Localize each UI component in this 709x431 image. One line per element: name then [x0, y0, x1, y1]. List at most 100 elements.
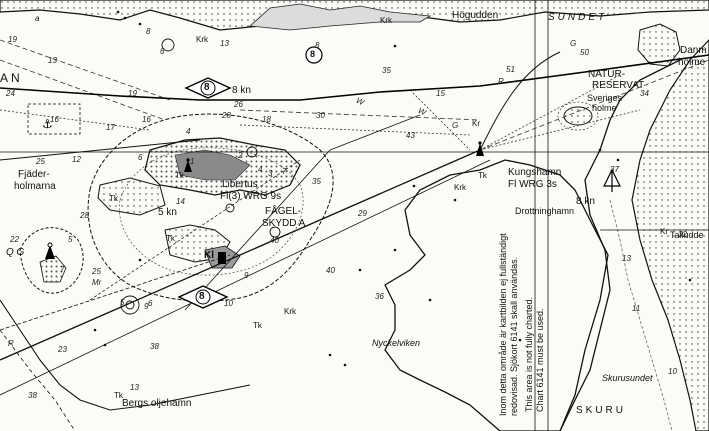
place-hogudden: Högudden [452, 10, 499, 21]
libertus-island-core [174, 149, 251, 181]
sounding: 10 [668, 367, 677, 376]
speed-sign-south [177, 285, 229, 309]
label-mr: Mr [92, 278, 102, 287]
danger-circles [120, 38, 281, 315]
sounding: 13 [130, 383, 139, 392]
sounding: 29 [358, 209, 367, 218]
anchor-icon: ⚓ [42, 117, 53, 131]
skurusundet-channel [609, 199, 673, 431]
sector-letter-r2: R [8, 339, 14, 348]
sounding: 28 [80, 211, 89, 220]
speed-limit-central: 5 kn [158, 207, 177, 218]
landmark-krk-3: Krk [454, 183, 466, 192]
place-fjaderholmarna-line2: holmarna [14, 181, 56, 192]
sounding: 10 [224, 299, 233, 308]
shoal-outline-inner [119, 147, 304, 276]
landmark-tk-3: Tk [166, 234, 175, 243]
sounding: 2 [238, 151, 243, 160]
sounding: 11 [632, 304, 641, 313]
sounding: 6 [160, 47, 165, 56]
recommended-track [0, 54, 709, 101]
anchorage-area [27, 103, 81, 135]
bergs-shore-dashed [0, 329, 76, 431]
sounding: 25 [36, 157, 45, 166]
danmark-holme [637, 23, 681, 67]
fjaderholmarna-island [97, 177, 166, 216]
sounding: 7 [282, 167, 287, 176]
sounding: 37 [610, 165, 619, 174]
sounding: 40 [270, 236, 279, 245]
sounding: 28 [222, 111, 231, 120]
sounding: 40 [326, 266, 335, 275]
place-danmarkholme-line1: Danm [680, 45, 707, 56]
landmark-tk-2: Tk [109, 194, 118, 203]
chart-note-english: This area is not fully charted. Chart 61… [524, 272, 546, 412]
chart-note-swedish-line2: redovisad. Sjökort 6141 skall användas. [509, 256, 519, 416]
chart-note-swedish: Inom detta område är kartbilden ej fulls… [498, 186, 520, 416]
sounding: 51 [506, 65, 515, 74]
east-beacon-icon [603, 168, 621, 192]
sounding: 43 [406, 131, 415, 140]
place-fagelskydd-line2: SKYDD A [262, 218, 306, 229]
place-danmarkholme-line2: holme [678, 57, 706, 68]
sounding: 13 [220, 39, 229, 48]
sounding: 6 [138, 153, 143, 162]
speed-sign-west [305, 46, 323, 64]
sounding: 15 [436, 89, 445, 98]
sounding: 35 [382, 66, 391, 75]
place-skurusundet: Skurusundet [602, 373, 653, 383]
sounding: 8 [315, 41, 320, 50]
sounding: 1 [190, 157, 195, 166]
place-sverigesholme-line1: Sveriges [587, 93, 623, 103]
rock-dots [93, 10, 692, 367]
fairway-lines [0, 39, 709, 151]
place-sundet: SUNDET [548, 12, 608, 23]
light-libertus-characteristic: Fl(3) WRG 9s [220, 191, 282, 202]
place-bergs-oljehamn: Bergs oljehamn [122, 398, 192, 409]
sounding: 17 [106, 123, 115, 132]
sounding: 22 [10, 235, 19, 244]
chart-note-english-line2: Chart 6141 must be used. [535, 308, 545, 412]
place-kungshamn: Kungshamn [508, 167, 562, 178]
kungshamn-sector-arc [479, 51, 561, 151]
sounding: 18 [262, 115, 271, 124]
sounding: 38 [150, 342, 159, 351]
sounding: 6 [148, 299, 153, 308]
place-drottninghamn: Drottninghamn [515, 206, 575, 216]
speed-sign-north-value: 8 [204, 82, 210, 93]
sounding: 7 [60, 265, 65, 274]
landmark-tk-1: Tk [175, 171, 184, 180]
sounding: 36 [375, 292, 384, 301]
kungshamn-light-icon [476, 141, 484, 156]
place-skuru: SKURU [576, 405, 627, 416]
sounding: 13 [622, 254, 631, 263]
sounding: 19 [8, 35, 17, 44]
landmark-a: a [35, 14, 40, 23]
skuru-shore [559, 59, 681, 431]
sounding: 24 [6, 89, 15, 98]
sounding: 30 [316, 111, 325, 120]
place-talludden: Talludde [670, 230, 704, 240]
speed-limit-east: 8 kn [576, 196, 595, 207]
landmark-krk-1: Krk [196, 35, 208, 44]
sounding: 19 [128, 89, 137, 98]
sounding: 23 [58, 345, 67, 354]
sounding: 9 [144, 302, 149, 311]
sveriges-holme-contour [557, 101, 599, 131]
sounding: 3 [268, 169, 273, 178]
sounding: 4 [258, 165, 263, 174]
place-libertus: Libertus [222, 179, 258, 190]
speed-limit-north: 8 kn [232, 85, 251, 96]
place-fagelskydd-line1: FÅGEL- [265, 206, 302, 217]
hogudden-point [249, 3, 432, 31]
place-an: AN [0, 71, 23, 85]
place-naturreservat-line2: RESERVAT [592, 80, 645, 91]
sounding: 12 [72, 155, 81, 164]
speed-sign-west-value: 8 [310, 49, 316, 59]
light-kungshamn-characteristic: Fl WRG 3s [508, 179, 557, 190]
sector-letter-g2: G [570, 39, 577, 48]
speed-sign-south-value: 8 [199, 291, 205, 302]
light-kl: Kl [204, 250, 214, 261]
